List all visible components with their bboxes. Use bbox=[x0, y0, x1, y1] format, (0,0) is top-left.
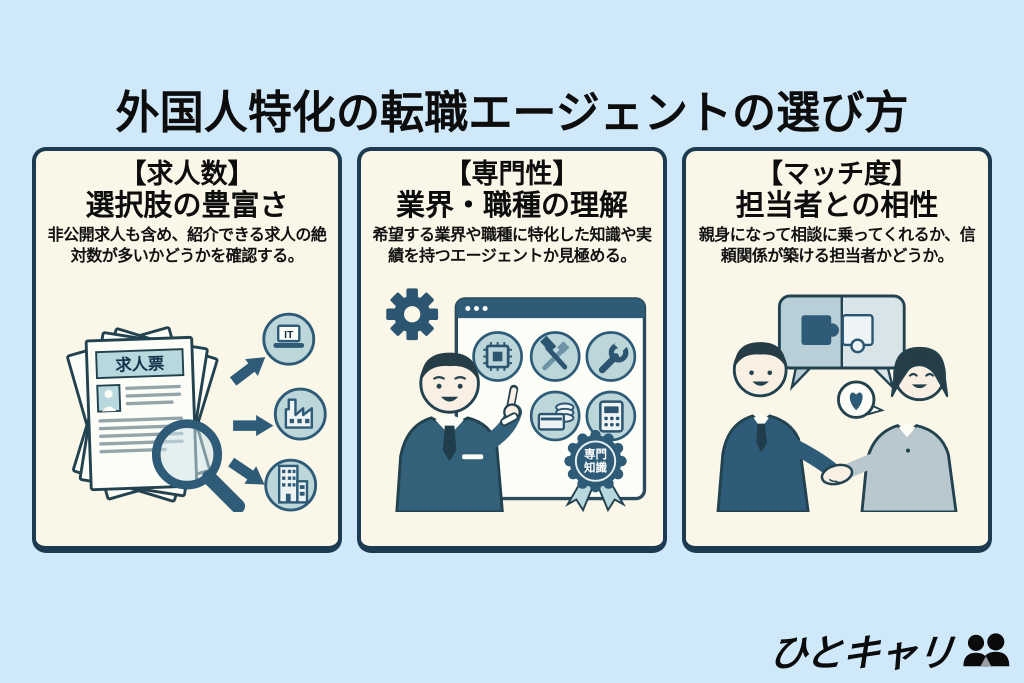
gear-icon bbox=[386, 288, 439, 341]
card-bracket-title: 【求人数】 bbox=[119, 159, 255, 189]
page-title: 外国人特化の転職エージェントの選び方 bbox=[115, 87, 909, 138]
card-bracket-title: 【マッチ度】 bbox=[756, 159, 918, 189]
badge-label-line2: 知識 bbox=[583, 461, 608, 475]
handshake-hands-icon bbox=[820, 463, 854, 486]
it-label: IT bbox=[284, 329, 294, 341]
calculator-icon bbox=[585, 390, 637, 442]
card-description: 非公開求人も含め、紹介できる求人の絶対数が多いかどうかを確認する。 bbox=[47, 227, 327, 266]
wrench-icon bbox=[585, 331, 637, 382]
logo: ひとキャリ bbox=[767, 622, 1012, 677]
card-expertise: 【専門性】 業界・職種の理解 希望する業界や職種に特化した知識や実績を持つエージ… bbox=[357, 147, 667, 553]
card-match: 【マッチ度】 担当者との相性 親身になって相談に乗ってくれるか、信頼関係が築ける… bbox=[682, 147, 992, 553]
arrows-icon bbox=[228, 357, 274, 485]
puzzle-speech-bubbles-icon bbox=[777, 294, 906, 392]
handshake-woman-illustration bbox=[835, 346, 958, 512]
document-label: 求人票 bbox=[115, 354, 165, 375]
two-people-icon bbox=[958, 631, 1012, 669]
it-laptop-icon: IT bbox=[262, 312, 316, 366]
card-subtitle: 担当者との相性 bbox=[735, 190, 939, 223]
magnifier-icon bbox=[151, 419, 246, 512]
factory-icon bbox=[273, 387, 327, 441]
heart-bubble-icon bbox=[837, 380, 885, 419]
card-description: 希望する業界や職種に特化した知識や実績を持つエージェントか見極める。 bbox=[372, 227, 652, 266]
card-job-count: 【求人数】 選択肢の豊富さ 非公開求人も含め、紹介できる求人の絶対数が多いかどう… bbox=[32, 147, 342, 553]
cpu-chip-icon bbox=[472, 331, 523, 382]
card-subtitle: 選択肢の豊富さ bbox=[85, 190, 289, 223]
office-building-icon bbox=[264, 458, 318, 512]
card-illustration-expertise: 専門 知識 bbox=[367, 272, 657, 512]
badge-label-line1: 専門 bbox=[584, 447, 607, 461]
card-illustration-job-count: 求人票 bbox=[42, 272, 332, 512]
card-bracket-title: 【専門性】 bbox=[444, 159, 580, 189]
consultant-pointing-illustration bbox=[395, 352, 523, 512]
expertise-badge-icon: 専門 知識 bbox=[564, 429, 627, 512]
card-illustration-match bbox=[692, 272, 982, 512]
handshake-man-illustration bbox=[716, 342, 839, 512]
money-icon bbox=[529, 390, 581, 442]
logo-text: ひとキャリ bbox=[767, 633, 956, 675]
card-subtitle: 業界・職種の理解 bbox=[395, 190, 628, 223]
cards-row: 【求人数】 選択肢の豊富さ 非公開求人も含め、紹介できる求人の絶対数が多いかどう… bbox=[32, 147, 992, 553]
card-description: 親身になって相談に乗ってくれるか、信頼関係が築ける担当者かどうか。 bbox=[698, 227, 976, 266]
tools-icon bbox=[529, 331, 581, 382]
